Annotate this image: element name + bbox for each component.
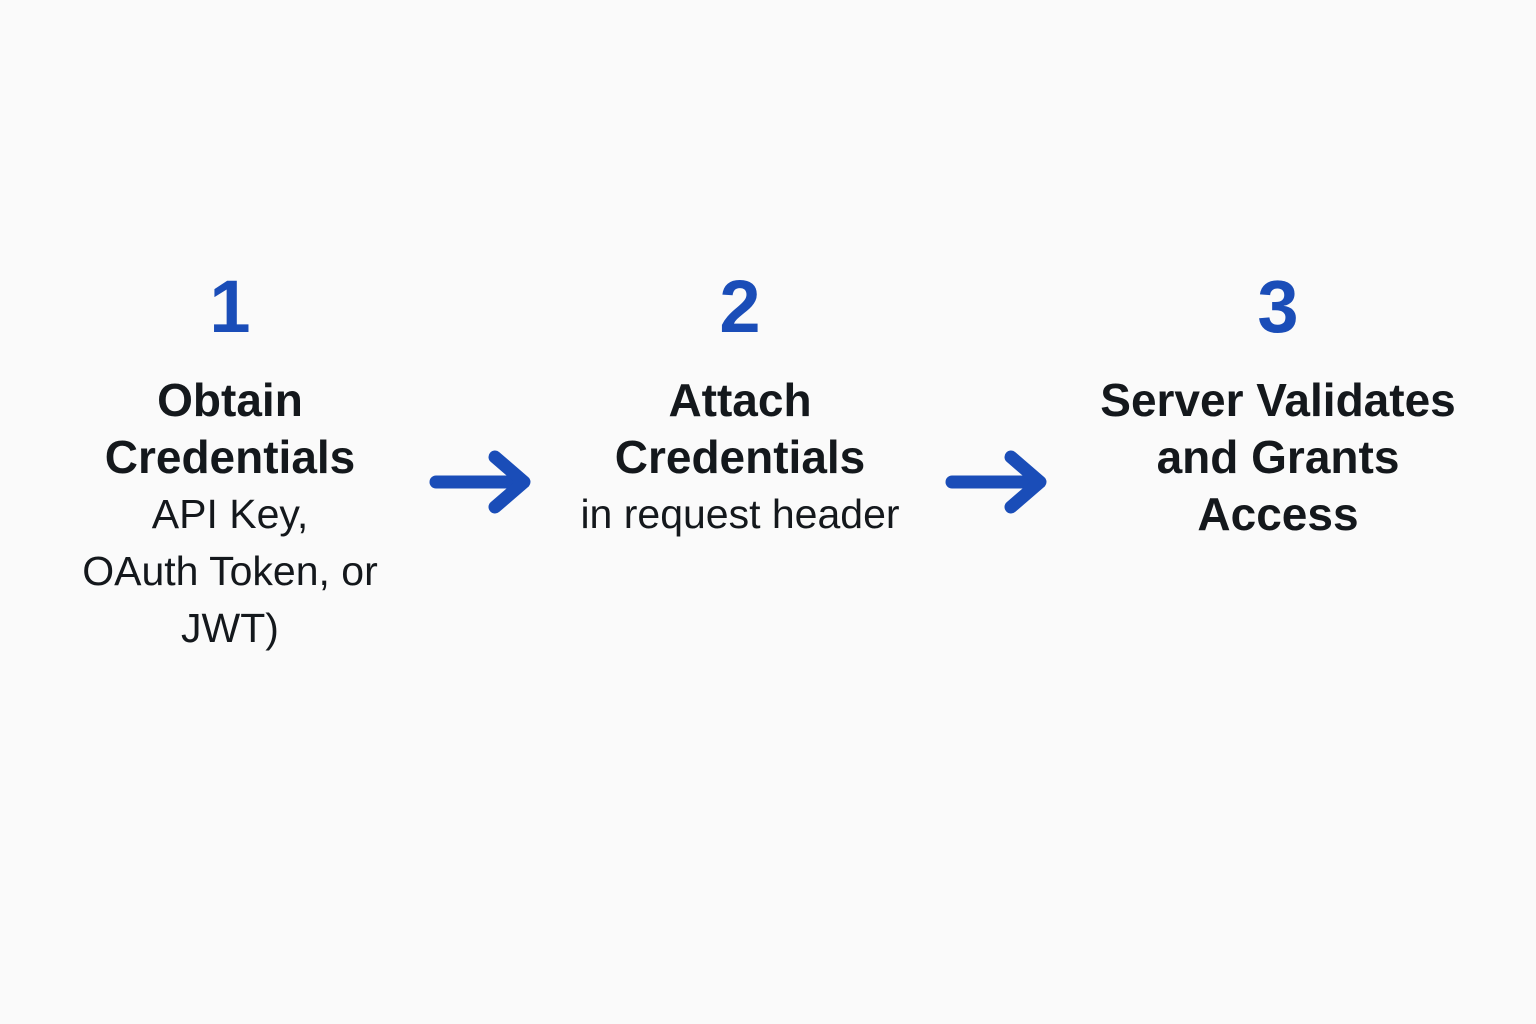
step-3-title: Server Validates and Grants Access <box>1100 374 1456 540</box>
step-1-title: Obtain Credentials <box>104 374 356 483</box>
connector-2 <box>936 450 1060 514</box>
step-2-title: Attach Credentials <box>614 374 866 483</box>
arrow-right-icon <box>945 450 1051 514</box>
step-1: 1 Obtain Credentials API Key, OAuth Toke… <box>40 270 420 657</box>
step-flow: 1 Obtain Credentials API Key, OAuth Toke… <box>0 270 1536 657</box>
step-3-number: 3 <box>1257 265 1299 348</box>
step-3: 3 Server Validates and Grants Access <box>1060 270 1496 543</box>
step-2: 2 Attach Credentials in request header <box>544 270 936 543</box>
step-1-number: 1 <box>209 265 251 348</box>
step-1-subtitle: API Key, OAuth Token, or JWT) <box>82 491 378 651</box>
step-2-number: 2 <box>719 265 761 348</box>
step-2-subtitle: in request header <box>580 491 900 537</box>
connector-1 <box>420 450 544 514</box>
arrow-right-icon <box>429 450 535 514</box>
